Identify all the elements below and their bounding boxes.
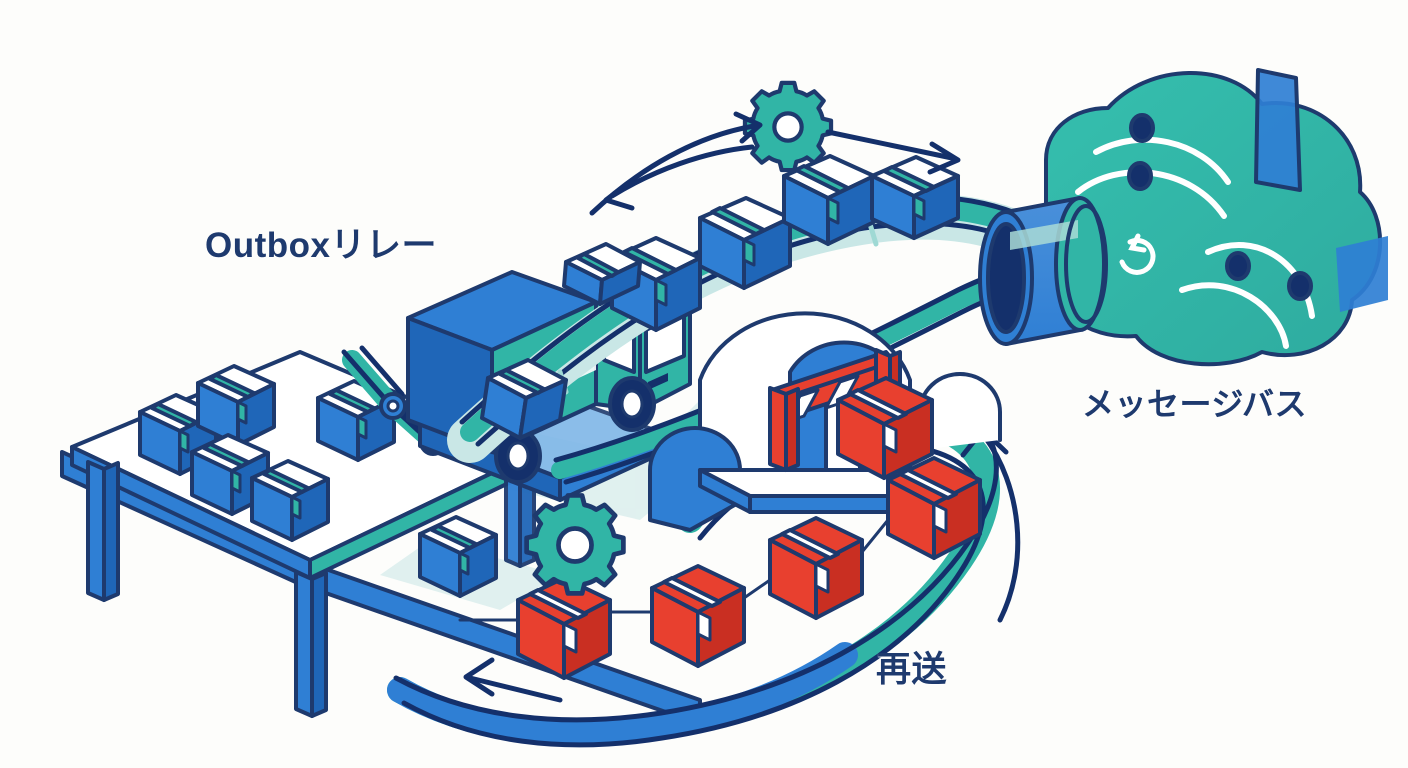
box-red-blocked — [836, 376, 934, 480]
retry-boxes — [458, 456, 982, 680]
label-message-bus: メッセージバス — [1082, 386, 1307, 422]
gear-mid — [524, 493, 626, 596]
box-blue — [250, 459, 330, 542]
label-outbox-relay: Outboxリレー — [205, 226, 437, 265]
box-blue — [480, 358, 568, 440]
box-blue — [870, 155, 960, 240]
box-red — [516, 576, 612, 680]
box-blue — [698, 196, 792, 290]
table-boxes — [138, 364, 498, 598]
box-red — [650, 564, 746, 668]
box-blue — [562, 242, 642, 306]
arrow-retry-left — [463, 657, 563, 703]
gear-top — [742, 80, 834, 173]
box-blue — [418, 515, 498, 598]
box-red — [768, 516, 864, 620]
message-bus-cloud — [978, 68, 1388, 367]
arrow-into-cloud — [825, 129, 961, 175]
box-blue — [196, 364, 276, 447]
box-red — [886, 456, 982, 560]
label-retry: 再送 — [876, 650, 948, 689]
arrow-backward-from-gear — [603, 144, 755, 211]
